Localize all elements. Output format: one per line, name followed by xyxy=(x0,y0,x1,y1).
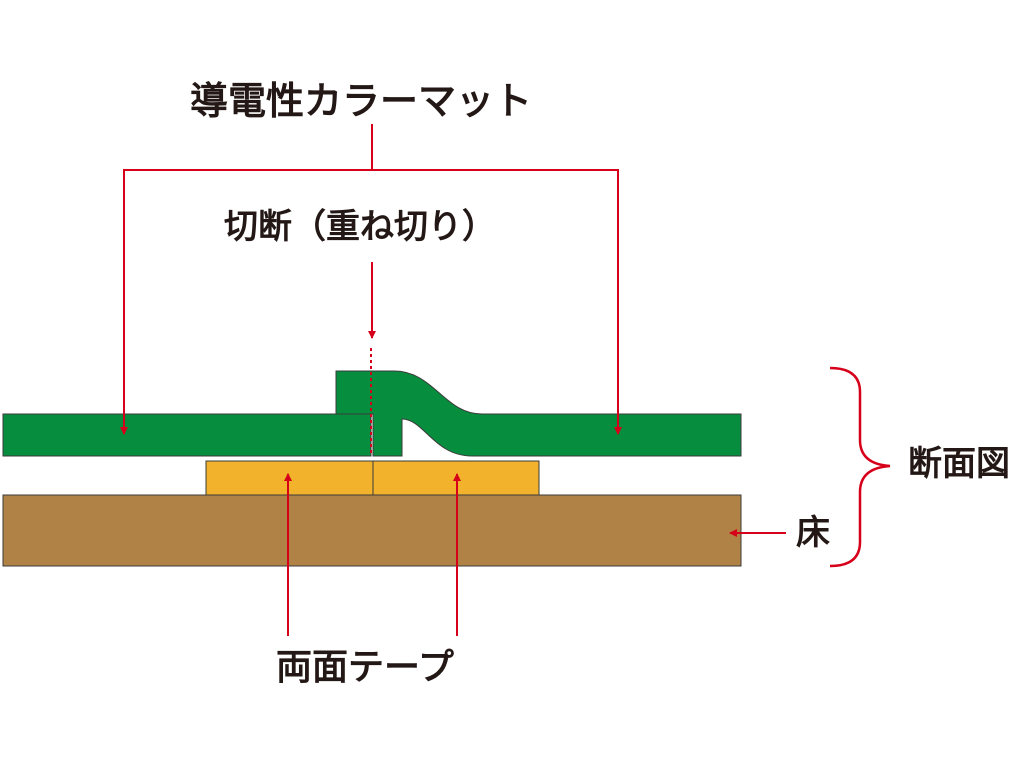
conductive-color-mat-label: 導電性カラーマット xyxy=(190,79,533,123)
double-sided-tape-label: 両面テープ xyxy=(276,647,454,688)
section-brace xyxy=(829,366,891,568)
double-sided-tape-left xyxy=(205,460,374,496)
mat-bracket-arrow-right xyxy=(372,169,622,435)
floor-label: 床 xyxy=(796,513,830,553)
cross-section-label: 断面図 xyxy=(908,444,1010,484)
mat-bracket-arrow-left xyxy=(120,124,373,435)
mat-right-overlap xyxy=(335,370,742,457)
floor-layer xyxy=(2,494,742,567)
mat-left xyxy=(2,413,372,457)
cut-overlap-label: 切断（重ね切り） xyxy=(224,207,496,247)
